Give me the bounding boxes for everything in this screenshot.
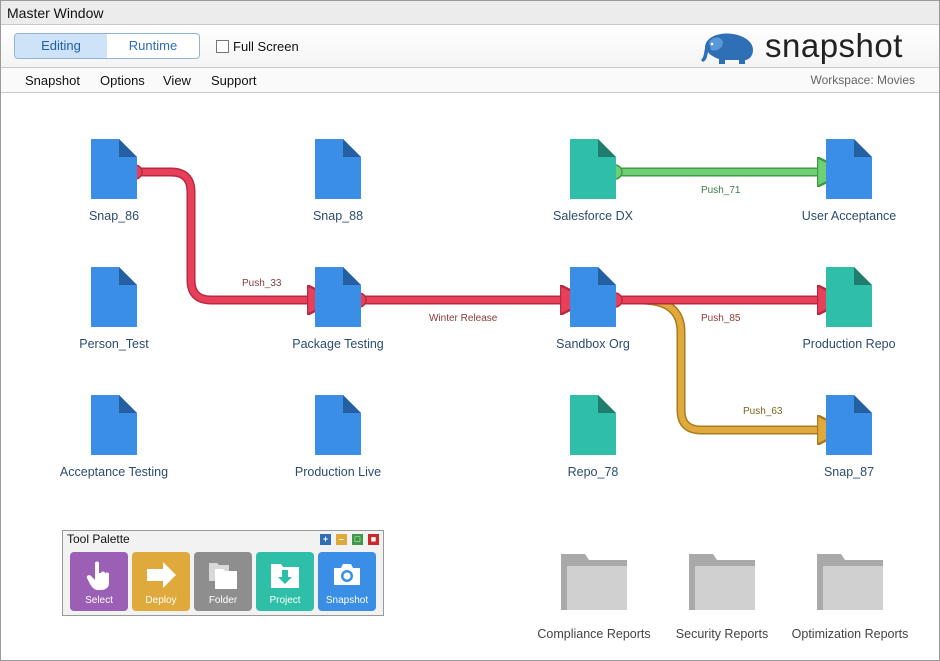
- logo-text: snapshot: [765, 27, 903, 64]
- node-snap-87[interactable]: Snap_87: [769, 395, 929, 479]
- select-tool-button[interactable]: Select: [70, 552, 128, 611]
- folder-icon: [561, 554, 627, 610]
- node-label: Snap_86: [88, 209, 140, 223]
- node-acceptance-testing[interactable]: Acceptance Testing: [34, 395, 194, 479]
- node-production-repo[interactable]: Production Repo: [769, 267, 929, 351]
- node-snap-86[interactable]: Snap_86: [34, 139, 194, 223]
- select-tool-label: Select: [85, 595, 113, 606]
- node-label: Acceptance Testing: [59, 465, 169, 479]
- hand-pointer-icon: [86, 561, 109, 590]
- node-user-acceptance[interactable]: User Acceptance: [769, 139, 929, 223]
- node-label: Sandbox Org: [556, 337, 630, 351]
- snapshot-tool-label: Snapshot: [325, 595, 369, 606]
- edge-label-push-33: Push_33: [242, 278, 282, 289]
- node-label: Person_Test: [79, 337, 149, 351]
- node-package-testing[interactable]: Package Testing: [258, 267, 418, 351]
- palette-restore-button[interactable]: □: [352, 534, 363, 545]
- menu-snapshot[interactable]: Snapshot: [25, 73, 80, 88]
- workspace-canvas[interactable]: Push_33 Winter Release Push_63 Push_85: [1, 92, 939, 660]
- arrow-right-icon: [147, 562, 176, 588]
- node-label: User Acceptance: [801, 209, 897, 223]
- menu-options[interactable]: Options: [100, 73, 145, 88]
- folder-download-icon: [271, 564, 299, 588]
- palette-add-button[interactable]: +: [320, 534, 331, 545]
- window-title: Master Window: [7, 5, 104, 21]
- palette-close-button[interactable]: ■: [368, 534, 379, 545]
- document-icon: [91, 267, 137, 327]
- document-icon: [570, 139, 616, 199]
- folder-tool-label: Folder: [208, 595, 238, 606]
- document-icon: [315, 267, 361, 327]
- edge-label-winter-release: Winter Release: [429, 313, 498, 324]
- folder-tool-button[interactable]: Folder: [194, 552, 252, 611]
- folder-label: Security Reports: [675, 627, 769, 641]
- folder-icon: [689, 554, 755, 610]
- document-icon: [570, 267, 616, 327]
- node-sandbox-org[interactable]: Sandbox Org: [513, 267, 673, 351]
- full-screen-checkbox[interactable]: [216, 40, 229, 53]
- workspace-label: Workspace: Movies: [810, 73, 915, 87]
- folder-optimization-reports[interactable]: Optimization Reports: [785, 552, 915, 641]
- snapshot-logo: snapshot: [699, 27, 903, 67]
- node-label: Salesforce DX: [553, 209, 633, 223]
- editing-mode-button[interactable]: Editing: [15, 34, 107, 58]
- document-icon: [91, 395, 137, 455]
- document-icon: [91, 139, 137, 199]
- document-icon: [826, 267, 872, 327]
- document-icon: [315, 139, 361, 199]
- runtime-mode-button[interactable]: Runtime: [128, 38, 178, 53]
- node-label: Production Live: [294, 465, 382, 479]
- menu-view[interactable]: View: [163, 73, 191, 88]
- tool-palette-title: Tool Palette: [67, 532, 130, 546]
- node-label: Snap_87: [823, 465, 875, 479]
- node-label: Repo_78: [567, 465, 619, 479]
- title-bar: Master Window: [1, 1, 939, 25]
- document-icon: [826, 395, 872, 455]
- deploy-tool-label: Deploy: [145, 595, 177, 606]
- edge-label-push-85: Push_85: [701, 313, 741, 324]
- node-production-live[interactable]: Production Live: [258, 395, 418, 479]
- node-person-test[interactable]: Person_Test: [34, 267, 194, 351]
- node-repo-78[interactable]: Repo_78: [513, 395, 673, 479]
- folder-security-reports[interactable]: Security Reports: [657, 552, 787, 641]
- menu-support[interactable]: Support: [211, 73, 257, 88]
- node-label: Snap_88: [312, 209, 364, 223]
- node-label: Production Repo: [802, 337, 896, 351]
- deploy-tool-button[interactable]: Deploy: [132, 552, 190, 611]
- project-tool-label: Project: [269, 595, 301, 606]
- edge-label-push-63: Push_63: [743, 406, 783, 417]
- menu-bar: Snapshot Options View Support Workspace:…: [1, 67, 939, 93]
- palette-minimize-button[interactable]: –: [336, 534, 347, 545]
- folder-label: Compliance Reports: [537, 627, 651, 641]
- project-tool-button[interactable]: Project: [256, 552, 314, 611]
- document-icon: [315, 395, 361, 455]
- document-icon: [570, 395, 616, 455]
- folder-icon: [817, 554, 883, 610]
- folder-copy-icon: [209, 563, 237, 589]
- folder-label: Optimization Reports: [791, 627, 909, 641]
- full-screen-label: Full Screen: [233, 39, 299, 54]
- elephant-logo-icon: [701, 33, 753, 64]
- snapshot-tool-button[interactable]: Snapshot: [318, 552, 376, 611]
- tool-palette: Tool Palette + – □ ■ Select Deploy Folde…: [62, 530, 384, 616]
- camera-icon: [334, 564, 360, 585]
- mode-toggle: Editing Runtime: [14, 33, 200, 59]
- full-screen-toggle[interactable]: Full Screen: [216, 39, 299, 54]
- document-icon: [826, 139, 872, 199]
- node-salesforce-dx[interactable]: Salesforce DX: [513, 139, 673, 223]
- edge-label-push-71: Push_71: [701, 185, 741, 196]
- node-snap-88[interactable]: Snap_88: [258, 139, 418, 223]
- folder-compliance-reports[interactable]: Compliance Reports: [529, 552, 659, 641]
- top-toolbar: Editing Runtime Full Screen snapshot: [1, 25, 939, 67]
- node-label: Package Testing: [292, 337, 384, 351]
